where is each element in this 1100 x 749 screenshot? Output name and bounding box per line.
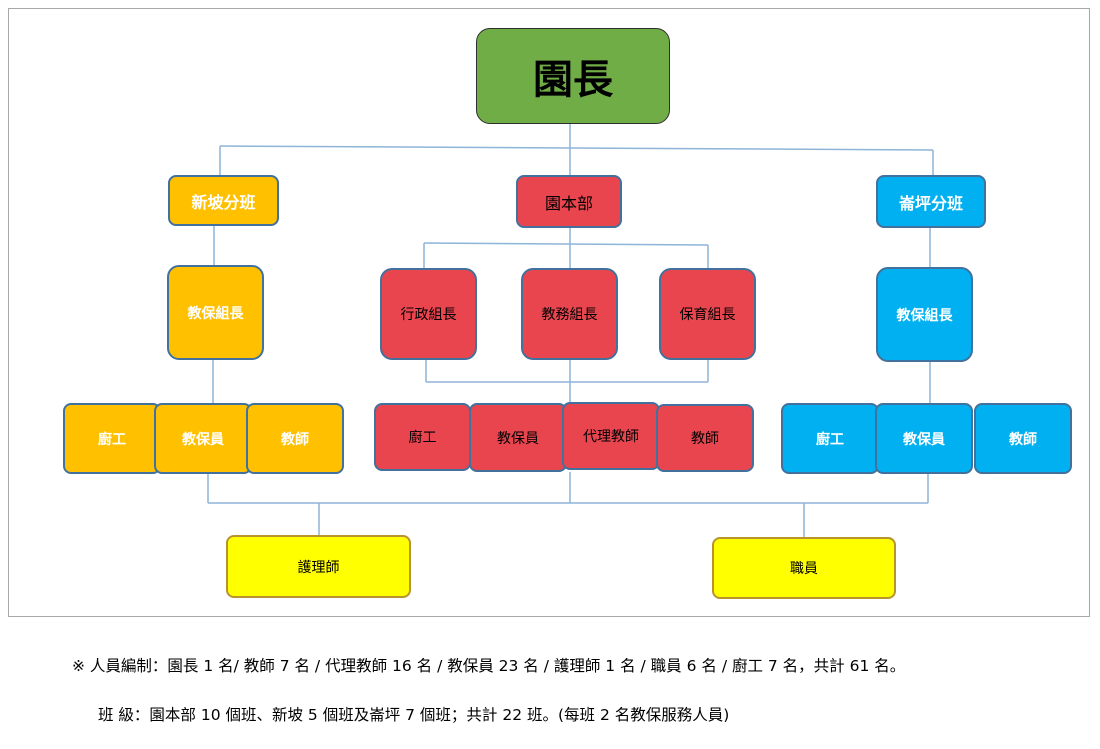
main-academic-leader-label: 教務組長 — [541, 307, 598, 323]
main-staff-caregiver: 教保員 — [469, 403, 567, 472]
main-staff-teacher-label: 教師 — [691, 431, 719, 447]
xinpo-staff-teacher-label: 教師 — [281, 431, 309, 448]
lunping-leader-box: 教保組長 — [876, 267, 973, 362]
nurse-box: 護理師 — [226, 535, 411, 598]
lunping-leader-label: 教保組長 — [896, 307, 953, 324]
lunping-staff-cook: 廚工 — [781, 403, 879, 474]
clerk-label: 職員 — [790, 561, 818, 577]
branch-lunping-box: 崙坪分班 — [876, 175, 986, 228]
main-staff-substitute-teacher: 代理教師 — [562, 402, 660, 470]
main-care-leader-label: 保育組長 — [679, 307, 736, 323]
branch-xinpo-label: 新坡分班 — [191, 192, 256, 212]
xinpo-staff-caregiver: 教保員 — [154, 403, 252, 474]
lunping-staff-teacher-label: 教師 — [1009, 431, 1037, 448]
xinpo-staff-teacher: 教師 — [246, 403, 344, 474]
lunping-staff-caregiver: 教保員 — [875, 403, 973, 474]
lunping-staff-cook-label: 廚工 — [816, 431, 844, 448]
branch-main-box: 園本部 — [516, 175, 622, 228]
branch-main-label: 園本部 — [544, 193, 593, 213]
director-box: 園長 — [476, 28, 670, 124]
main-staff-cook: 廚工 — [374, 403, 471, 471]
lunping-staff-caregiver-label: 教保員 — [903, 431, 945, 448]
nurse-label: 護理師 — [297, 559, 340, 576]
main-care-leader-box: 保育組長 — [659, 268, 756, 360]
main-admin-leader-label: 行政組長 — [400, 307, 457, 323]
branch-xinpo-box: 新坡分班 — [168, 175, 279, 226]
branch-lunping-label: 崙坪分班 — [898, 193, 963, 213]
xinpo-leader-box: 教保組長 — [167, 265, 264, 360]
xinpo-staff-cook: 廚工 — [63, 403, 161, 474]
xinpo-staff-caregiver-label: 教保員 — [182, 431, 224, 448]
main-staff-caregiver-label: 教保員 — [497, 430, 539, 447]
classes-note: 班 級：園本部 10 個班、新坡 5 個班及崙坪 7 個班；共計 22 班。(每… — [98, 706, 730, 724]
main-staff-teacher: 教師 — [656, 404, 754, 472]
xinpo-leader-label: 教保組長 — [187, 305, 244, 322]
main-staff-cook-label: 廚工 — [408, 430, 437, 446]
diagram-frame — [8, 8, 1090, 617]
clerk-box: 職員 — [712, 537, 896, 599]
main-academic-leader-box: 教務組長 — [521, 268, 618, 360]
staffing-note: ※ 人員編制：園長 1 名/ 教師 7 名 / 代理教師 16 名 / 教保員 … — [72, 657, 906, 675]
main-admin-leader-box: 行政組長 — [380, 268, 477, 360]
lunping-staff-teacher: 教師 — [974, 403, 1072, 474]
director-label: 園長 — [533, 57, 613, 103]
main-staff-substitute-teacher-label: 代理教師 — [583, 429, 639, 445]
xinpo-staff-cook-label: 廚工 — [98, 431, 126, 448]
